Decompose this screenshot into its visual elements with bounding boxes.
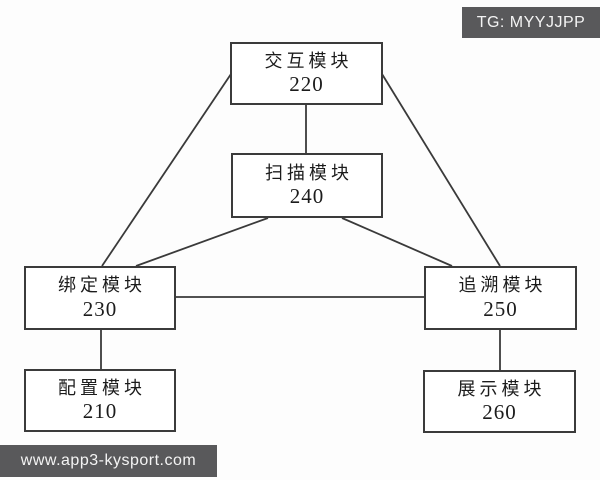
scan-module-label: 扫描模块 — [265, 162, 353, 183]
connector-220-230 — [101, 73, 232, 267]
telegram-watermark-text: TG: MYYJJPP — [476, 13, 586, 31]
trace-module-label: 追溯模块 — [458, 275, 547, 296]
telegram-watermark-badge: TG: MYYJJPP — [462, 7, 600, 38]
connector-240-230 — [135, 217, 269, 267]
display-module-box: 展示模块 260 — [423, 370, 576, 433]
scan-module-number: 240 — [289, 184, 325, 209]
scan-module-box: 扫描模块 240 — [231, 153, 383, 218]
connector-240-250 — [341, 217, 453, 267]
binding-module-label: 绑定模块 — [58, 275, 146, 296]
trace-module-number: 250 — [483, 296, 518, 321]
config-module-number: 210 — [82, 399, 118, 424]
interaction-module-box: 交互模块 220 — [230, 42, 383, 105]
config-module-label: 配置模块 — [58, 377, 146, 398]
interaction-module-label: 交互模块 — [264, 50, 353, 71]
trace-module-box: 追溯模块 250 — [424, 266, 577, 330]
connector-220-250 — [381, 73, 501, 267]
binding-module-box: 绑定模块 230 — [24, 266, 176, 330]
website-watermark-badge: www.app3-kysport.com — [0, 445, 217, 477]
binding-module-number: 230 — [82, 296, 118, 321]
config-module-box: 配置模块 210 — [24, 369, 176, 432]
interaction-module-number: 220 — [289, 72, 324, 97]
display-module-number: 260 — [482, 400, 517, 425]
website-watermark-text: www.app3-kysport.com — [20, 452, 197, 469]
display-module-label: 展示模块 — [457, 378, 546, 399]
